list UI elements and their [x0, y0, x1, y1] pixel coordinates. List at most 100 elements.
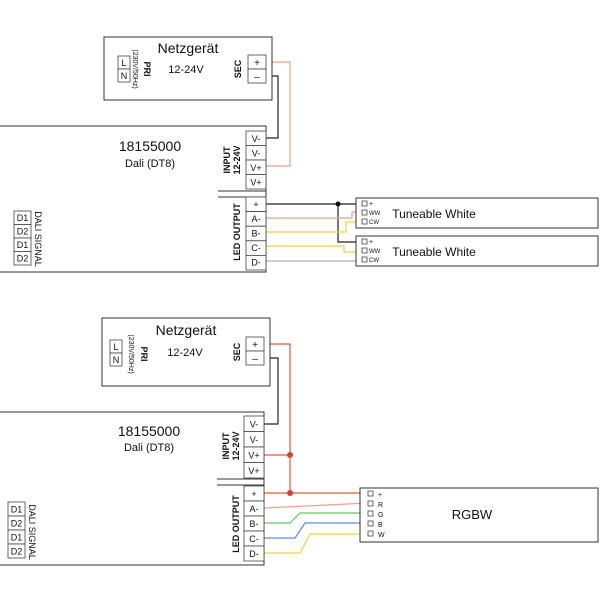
led-pin: + [253, 200, 258, 210]
strip-pin: R [378, 502, 383, 509]
input-label: INPUT [221, 432, 231, 460]
psu-voltage: 12-24V [167, 347, 203, 359]
pri-n-label: N [121, 71, 128, 81]
wire-v-minus [264, 357, 279, 425]
strip-pin: W [378, 532, 385, 539]
dali-pin: D1 [17, 213, 29, 223]
controller-model: 18155000 [118, 423, 181, 439]
led-pin: D- [249, 549, 259, 559]
dali-terminals: D1 D2 D1 D2 [7, 501, 26, 559]
led-output-label: LED OUTPUT [232, 203, 242, 261]
pri-spec: (230V/50Hz) [131, 49, 138, 88]
strip-pin: B [378, 522, 383, 529]
wire-r [263, 502, 369, 509]
strip-pin: WW [369, 249, 381, 255]
led-output-wires-1 [266, 201, 362, 262]
dali-pin: D2 [11, 519, 23, 529]
controller-type: Dali (DT8) [125, 158, 175, 170]
sec-label: SEC [233, 59, 243, 78]
sec-minus-label: – [252, 354, 258, 365]
pri-n-label: N [113, 355, 120, 365]
controller-type: Dali (DT8) [124, 442, 174, 454]
led-pin: A- [252, 214, 261, 224]
strip-title: Tuneable White [392, 245, 476, 259]
strip-pin: G [378, 512, 383, 519]
dali-pin: D1 [11, 533, 23, 543]
input-label: INPUT [222, 146, 232, 174]
led-pin: C- [249, 534, 259, 544]
dali-pin: D1 [17, 240, 29, 250]
wire-b [264, 522, 368, 539]
psu-title: Netzgerät [156, 322, 217, 338]
controller-1: 18155000 Dali (DT8) INPUT 12-24V V- V- V… [0, 125, 267, 273]
wire-a [266, 211, 362, 219]
strip-pin: CW [369, 220, 379, 226]
controller-model: 18155000 [119, 138, 182, 154]
dali-terminals: D1 D2 D1 D2 [13, 210, 32, 266]
led-output-terminals: + A- B- C- D- [243, 485, 265, 562]
psu-voltage: 12-24V [168, 64, 204, 76]
led-strip-rgbw: + R G B W RGBW [359, 487, 599, 543]
diagram-2: L N PRI (230V/50Hz) Netzgerät 12-24V SEC… [0, 317, 599, 566]
led-pin: C- [251, 243, 261, 253]
wire-v-plus [266, 61, 291, 167]
input-pin: V+ [248, 466, 259, 476]
strip-pin: + [369, 201, 373, 208]
strip-pin: CW [369, 258, 379, 264]
sec-plus-label: + [254, 58, 260, 69]
led-pin: B- [252, 229, 261, 239]
wire-c [266, 245, 362, 253]
pri-spec: (230V/50Hz) [127, 334, 134, 373]
led-strip-tunable-1: + WW CW Tuneable White [355, 197, 599, 229]
input-pin: V- [252, 149, 261, 159]
junction-dot [287, 490, 293, 496]
sec-label: SEC [232, 342, 242, 361]
wire-b [266, 221, 362, 233]
psu-title: Netzgerät [158, 40, 219, 56]
input-terminals: V- V- V+ V+ [245, 130, 267, 190]
strip-pin: WW [369, 211, 381, 217]
power-supply-2: L N PRI (230V/50Hz) Netzgerät 12-24V SEC… [101, 317, 271, 387]
sec-plus-label: + [252, 340, 258, 351]
sec-minus-terminal [247, 68, 267, 84]
strip-pin: + [378, 492, 382, 499]
input-pin: V+ [250, 163, 261, 173]
input-pin: V+ [248, 451, 259, 461]
led-pin: A- [250, 504, 259, 514]
led-output-wires-2 [263, 455, 369, 554]
input-voltage: 12-24V [231, 431, 241, 460]
strip-title: Tuneable White [392, 207, 476, 221]
wire-plus-branch [337, 204, 362, 243]
pri-l-label: L [121, 58, 126, 68]
input-terminals: V- V- V+ V+ [243, 415, 265, 479]
led-strip-tunable-2: + WW CW Tuneable White [355, 235, 599, 267]
pri-n-terminal [117, 68, 131, 83]
pri-label: PRI [142, 61, 152, 76]
diagram-1: L N PRI (230V/50Hz) Netzgerät 12-24V SEC… [0, 36, 599, 273]
wire-g [264, 512, 368, 524]
led-pin: B- [250, 519, 259, 529]
led-output-label: LED OUTPUT [231, 495, 241, 553]
dali-signal-label: DALI SIGNAL [33, 211, 43, 267]
input-voltage: 12-24V [232, 145, 242, 174]
dali-pin: D2 [11, 547, 23, 557]
dali-signal-label: DALI SIGNAL [27, 504, 37, 560]
input-pin: V- [250, 420, 259, 430]
input-pin: V- [250, 435, 259, 445]
controller-2: 18155000 Dali (DT8) INPUT 12-24V V- V- V… [0, 411, 265, 566]
strip-title: RGBW [452, 507, 493, 522]
wire-v-plus [264, 343, 291, 456]
dali-pin: D2 [17, 227, 29, 237]
strip-pin: + [369, 239, 373, 246]
input-pin: V+ [250, 178, 261, 188]
led-pin: + [251, 489, 256, 499]
dali-pin: D2 [17, 254, 29, 264]
pri-label: PRI [139, 346, 149, 361]
led-pin: D- [251, 258, 261, 268]
power-supply-1: L N PRI (230V/50Hz) Netzgerät 12-24V SEC… [103, 36, 273, 101]
sec-minus-label: – [254, 72, 260, 83]
led-output-terminals: + A- B- C- D- [245, 196, 267, 271]
wire-w [264, 533, 368, 554]
dali-pin: D1 [11, 505, 23, 515]
